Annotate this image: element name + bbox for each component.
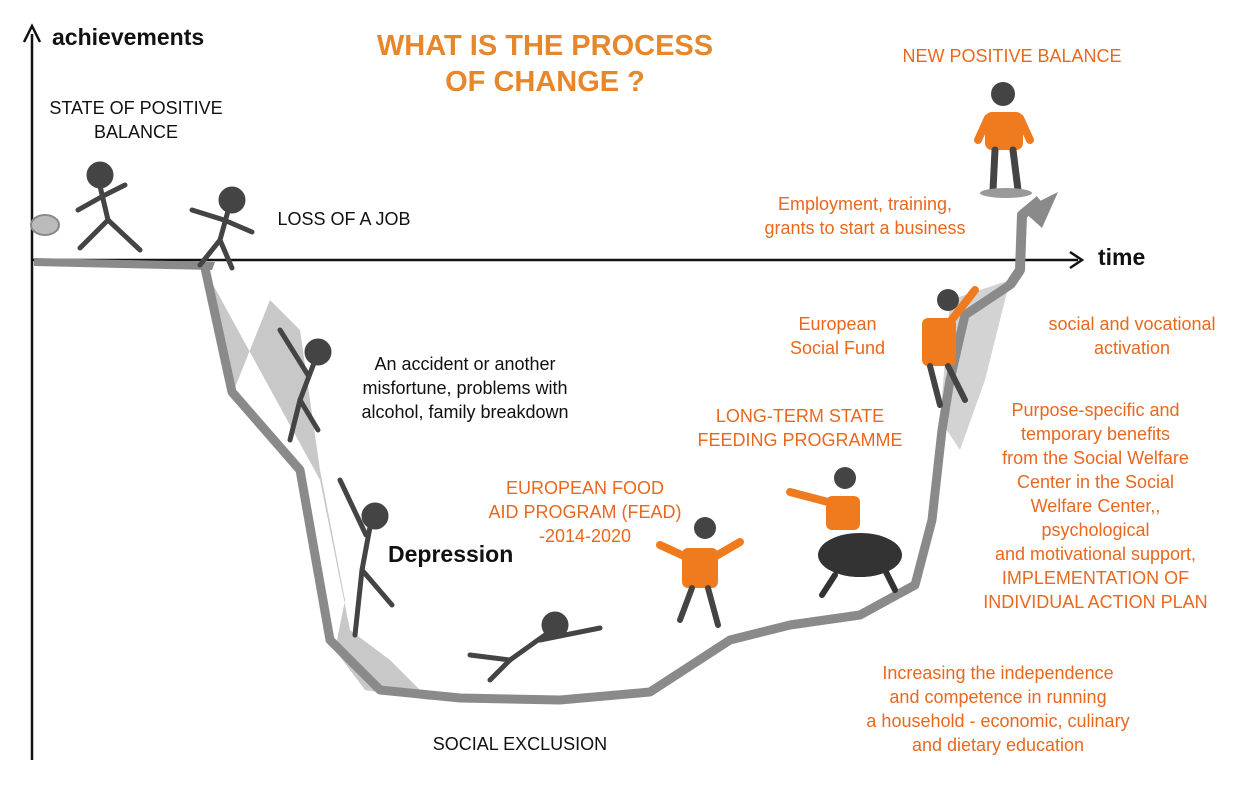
label-employment: Employment, training, grants to start a … [764, 194, 966, 238]
rising-arrow-icon [1022, 192, 1058, 228]
figure-orange-climbing-icon [922, 286, 979, 408]
label-social-exclusion: SOCIAL EXCLUSION [432, 734, 608, 754]
label-esf: European Social Fund [789, 314, 886, 358]
label-state-positive-balance: STATE OF POSITIVE BALANCE [49, 98, 223, 142]
label-new-positive-balance: NEW POSITIVE BALANCE [902, 46, 1122, 66]
figure-hanging-icon [337, 477, 395, 638]
start-ground [34, 258, 215, 270]
figure-orange-riding-icon [786, 467, 902, 598]
label-depression: Depression [388, 541, 514, 567]
figure-climbing-down-icon [277, 327, 332, 443]
diagram-title: WHAT IS THE PROCESS OF CHANGE ? [376, 30, 714, 98]
figure-orange-standing-icon [974, 82, 1034, 198]
x-axis-arrow-icon [1069, 250, 1085, 270]
figure-orange-jumping-icon [656, 517, 744, 628]
label-loss-of-job: LOSS OF A JOB [277, 209, 411, 229]
label-independence: Increasing the independence and competen… [866, 663, 1130, 755]
label-activation: social and vocational activation [1048, 314, 1216, 358]
label-benefits: Purpose-specific and temporary benefits … [983, 400, 1208, 612]
figure-shocked-icon [189, 186, 255, 271]
cliff-shading [205, 270, 430, 700]
y-axis-arrow-icon [22, 23, 42, 43]
label-accident: An accident or another misfortune, probl… [361, 354, 569, 422]
label-long-term-feeding: LONG-TERM STATE FEEDING PROGRAMME [697, 406, 903, 450]
figure-running-icon [30, 161, 143, 253]
ground-shading-right [940, 280, 1010, 450]
x-axis-label: time [1098, 244, 1146, 270]
figure-lying-icon [467, 611, 603, 683]
process-path [200, 263, 1015, 705]
y-axis-label: achievements [52, 24, 205, 50]
label-fead: EUROPEAN FOOD AID PROGRAM (FEAD) -2014-2… [488, 478, 682, 546]
